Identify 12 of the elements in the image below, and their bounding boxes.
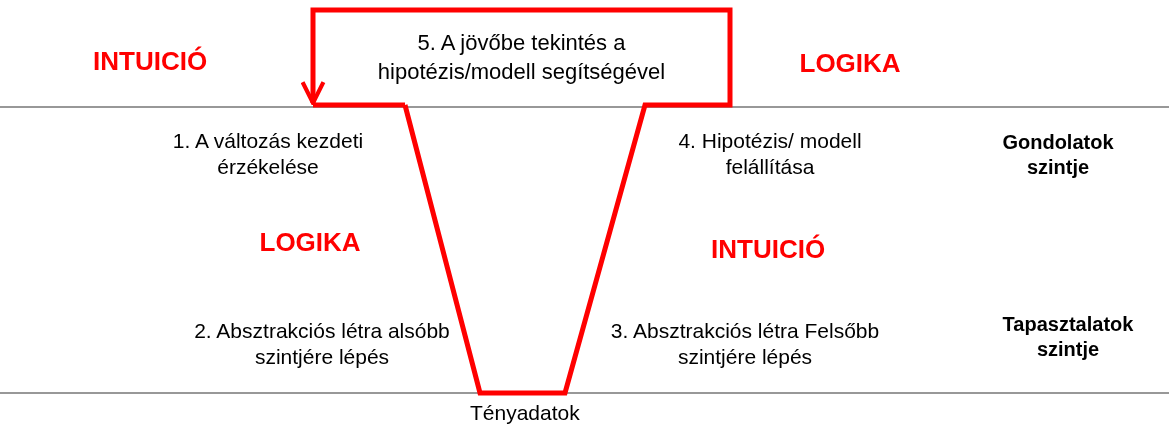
mode-label: INTUICIÓ <box>711 233 826 266</box>
base-label: Tényadatok <box>470 400 580 426</box>
mode-label: LOGIKA <box>799 47 901 80</box>
level-label: Gondolatok szintje <box>1001 130 1115 180</box>
step-text: 4. Hipotézis/ modell felállítása <box>677 128 863 181</box>
level-label: Tapasztalatok szintje <box>1001 312 1135 362</box>
step-text: 1. A változás kezdeti érzékelése <box>171 128 365 181</box>
step-text: 5. A jövőbe tekintés a hipotézis/modell segítségével <box>376 28 667 86</box>
mode-label: LOGIKA <box>259 226 361 259</box>
mode-label: INTUICIÓ <box>93 45 208 78</box>
step-text: 3. Absztrakciós létra Felsőbb szintjére lépés <box>609 318 881 371</box>
step-text: 2. Absztrakciós létra alsóbb szintjére lépés <box>193 318 451 371</box>
